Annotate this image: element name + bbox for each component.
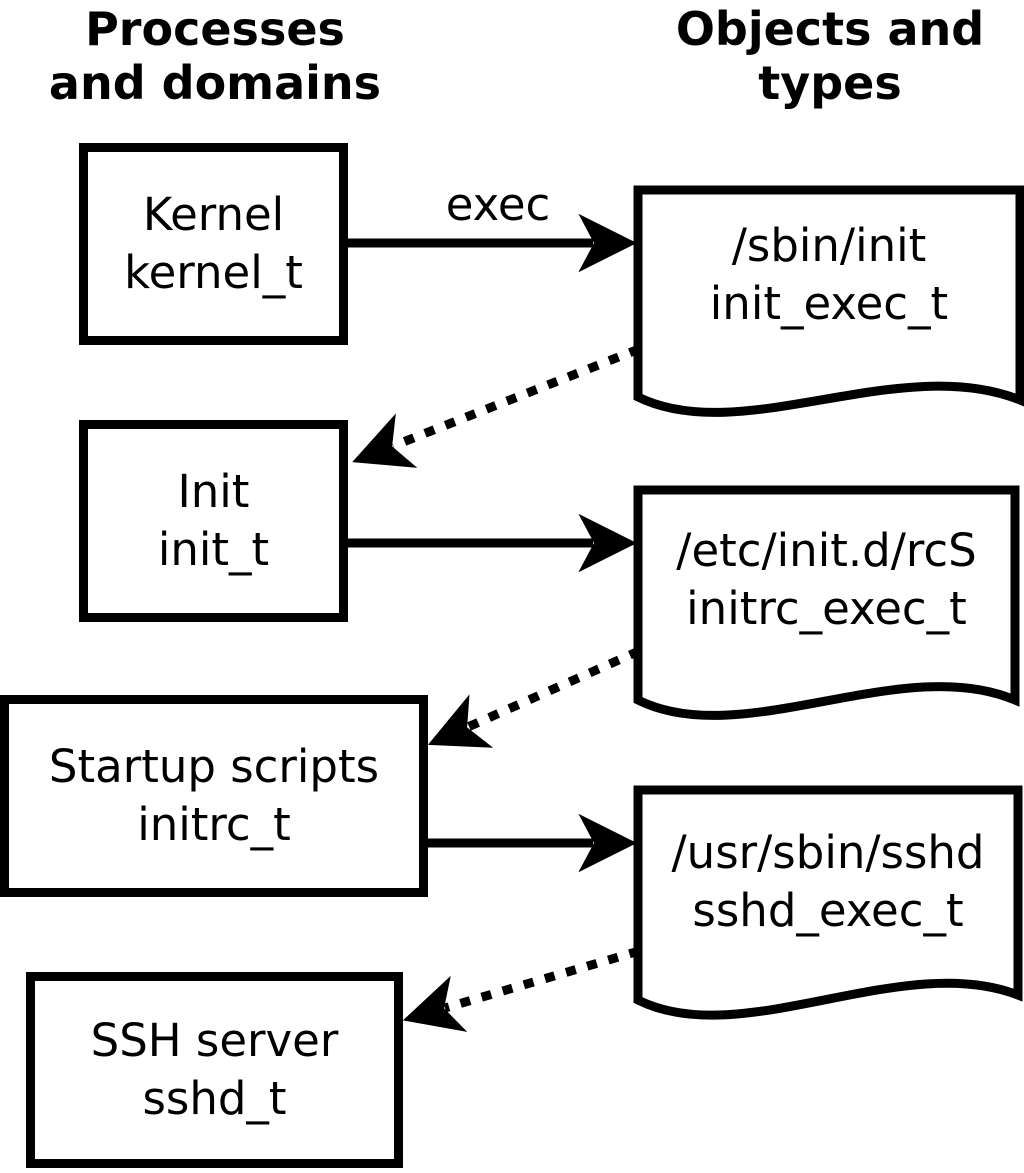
- document-shape-etc-initd-rcs: [633, 485, 1020, 720]
- process-name: SSH server: [90, 1014, 339, 1067]
- column-title-line: types: [758, 56, 902, 110]
- column-title-processes-and-domains: Processes and domains: [20, 2, 410, 110]
- exec-arrow-label: exec: [445, 178, 551, 231]
- process-name: Startup scripts: [48, 740, 380, 793]
- document-shape-sbin-init: [633, 185, 1024, 417]
- process-domain: init_t: [157, 523, 270, 576]
- process-name: Init: [177, 465, 250, 518]
- column-title-objects-and-types: Objects and types: [640, 2, 1020, 110]
- process-box-init: Init init_t: [79, 420, 348, 622]
- process-domain: sshd_t: [142, 1072, 287, 1125]
- column-title-line: and domains: [48, 56, 382, 110]
- process-domain: initrc_t: [137, 798, 291, 851]
- process-domain: kernel_t: [124, 246, 303, 299]
- dotted-arrow-init-exec-to-init: [352, 344, 641, 468]
- process-name: Kernel: [142, 188, 285, 241]
- column-title-line: Objects and: [675, 2, 985, 56]
- dotted-arrow-sshd-exec-to-sshd: [402, 946, 641, 1032]
- process-box-kernel: Kernel kernel_t: [79, 143, 348, 345]
- document-shape-usr-sbin-sshd: [633, 785, 1023, 1020]
- process-box-ssh-server: SSH server sshd_t: [26, 972, 403, 1168]
- process-box-startup-scripts: Startup scripts initrc_t: [0, 695, 428, 897]
- dotted-arrow-initrc-exec-to-initrc: [427, 646, 641, 748]
- column-title-line: Processes: [85, 2, 345, 56]
